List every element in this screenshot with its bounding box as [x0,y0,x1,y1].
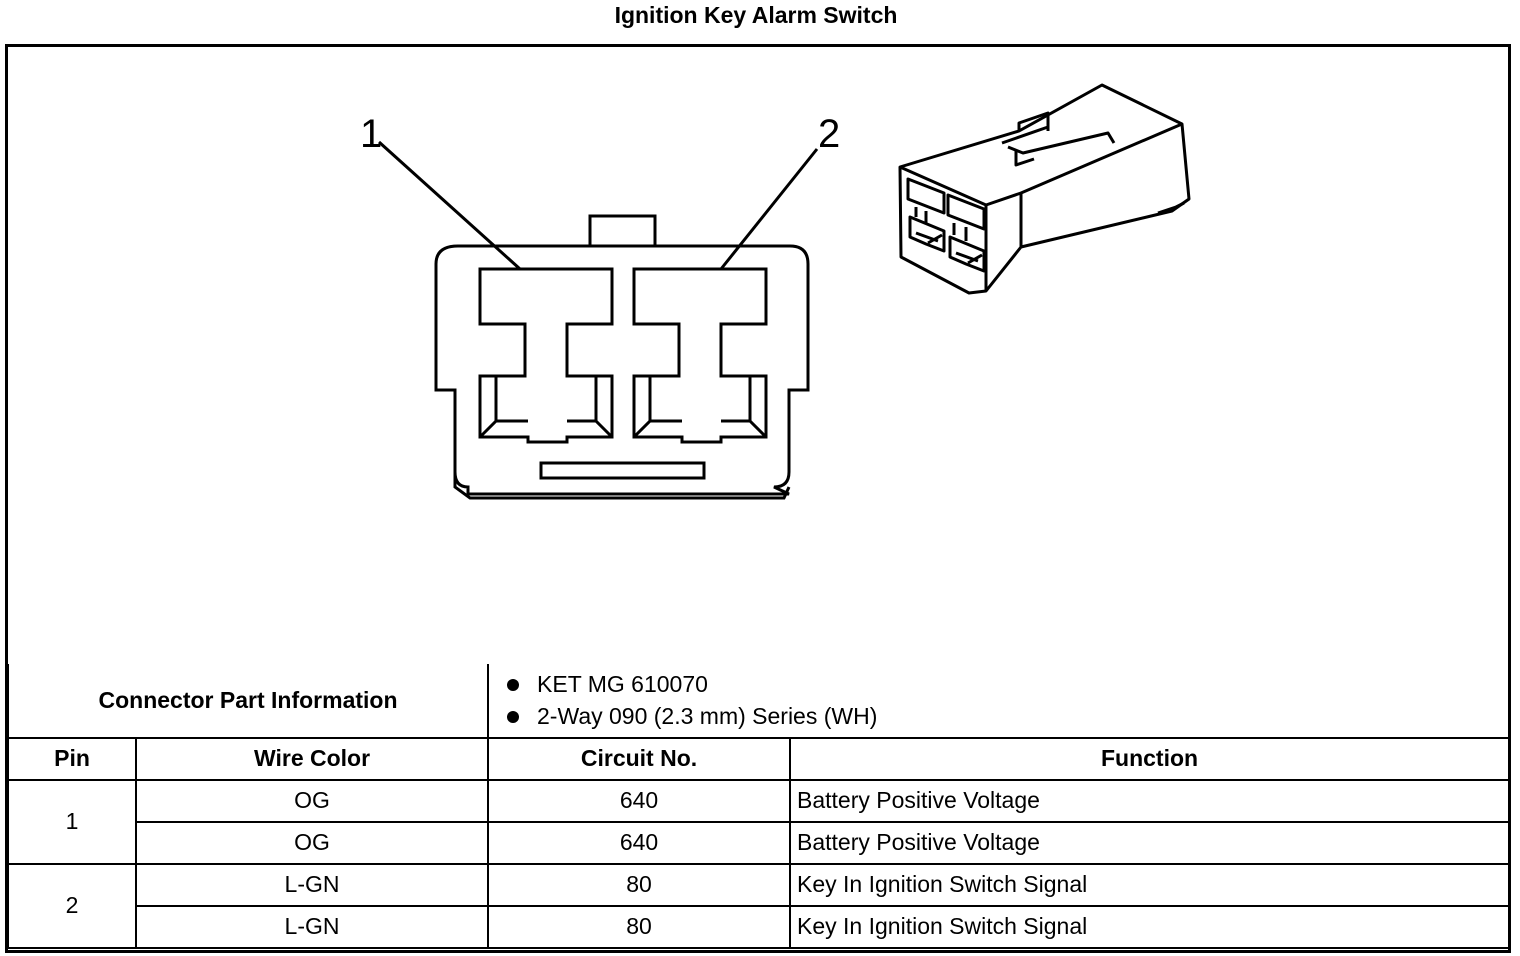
connector-isometric [898,83,1191,295]
bullet-icon [507,710,520,723]
connector-table: Connector Part Information KET MG 610070… [6,664,1511,949]
wire-color-cell: L-GN [134,863,490,907]
header-circuit: Circuit No. [487,737,792,781]
connector-drawing: 1 2 [8,47,1508,664]
function-cell: Battery Positive Voltage [789,779,1511,823]
header-function: Function [789,737,1511,781]
part-info-row: Connector Part Information KET MG 610070… [6,664,1511,739]
part-info-item: KET MG 610070 [507,669,1508,701]
header-wire-color: Wire Color [134,737,490,781]
pin-cell: 1 [7,779,137,865]
part-info-label: Connector Part Information [6,664,490,739]
function-cell: Key In Ignition Switch Signal [789,905,1511,949]
wire-color-cell: L-GN [134,905,490,949]
header-pin: Pin [7,737,137,781]
connector-frame: 1 2 [5,44,1511,953]
diagram-title: Ignition Key Alarm Switch [614,2,898,28]
table-row: OG 640 Battery Positive Voltage [8,821,1511,865]
circuit-cell: 80 [487,863,792,907]
part-info-values: KET MG 610070 2-Way 090 (2.3 mm) Series … [487,664,1511,739]
pin-cell: 2 [7,863,137,949]
bullet-icon [507,678,520,691]
cavity-1 [478,267,614,444]
table-row: L-GN 80 Key In Ignition Switch Signal [8,905,1511,949]
circuit-cell: 640 [487,821,792,865]
circuit-cell: 80 [487,905,792,949]
pin-1-label: 1 [360,112,382,156]
table-row: 2 L-GN 80 Key In Ignition Switch Signal [7,863,1511,949]
part-info-item: 2-Way 090 (2.3 mm) Series (WH) [507,701,1508,733]
pin-2-leader [719,148,819,270]
wire-color-cell: OG [134,821,490,865]
wire-color-cell: OG [134,779,490,823]
function-cell: Key In Ignition Switch Signal [789,863,1511,907]
circuit-cell: 640 [487,779,792,823]
connector-face [377,140,819,500]
table-row: 1 OG 640 Battery Positive Voltage [7,779,1511,865]
pin-2-label: 2 [818,112,840,156]
function-cell: Battery Positive Voltage [789,821,1511,865]
table-header-row: Pin Wire Color Circuit No. Function [7,737,1511,781]
cavity-2 [632,267,768,444]
pin-1-leader [377,140,522,271]
